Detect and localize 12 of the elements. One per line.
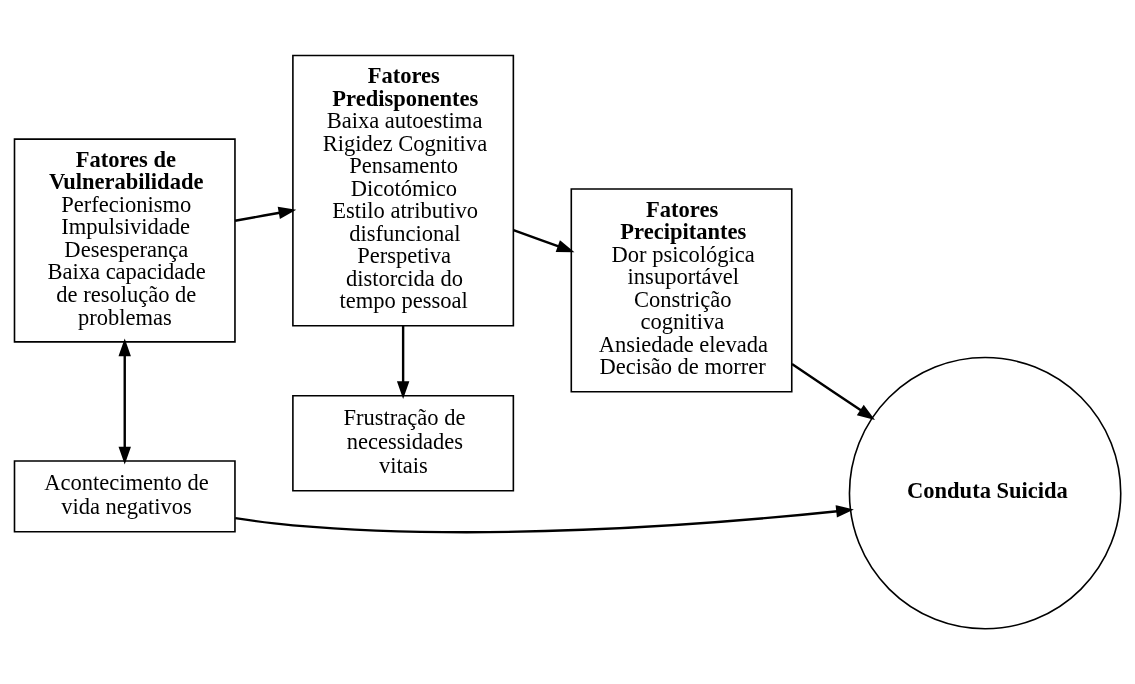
node-box: Fatores Predisponentes Baixa autoestima Rigidez Cognitiva Pensamento Dicotómico Estilo atributivo disfuncional Perspetiva distorcida do tempo pessoal [292, 54, 515, 327]
node-box: Fatores de Vulnerabilidade Perfecionismo Impulsividade Desesperança Baixa capacidade de resolução de problemas [13, 138, 236, 343]
arrow [234, 206, 297, 222]
arrow [513, 228, 575, 253]
arrow [791, 362, 875, 420]
node-circle: Conduta Suicida [848, 356, 1122, 630]
node-box: Fatores Precipitantes Dor psicológica insuportável Constrição cognitiva Ansiedade elevada Decisão de morrer [570, 188, 793, 393]
arrow [235, 505, 854, 534]
arrow [396, 325, 410, 400]
node-box: Frustração de necessidades vitais [292, 395, 515, 492]
arrow [118, 338, 131, 465]
node-box: Acontecimento de vida negativos [13, 460, 236, 533]
